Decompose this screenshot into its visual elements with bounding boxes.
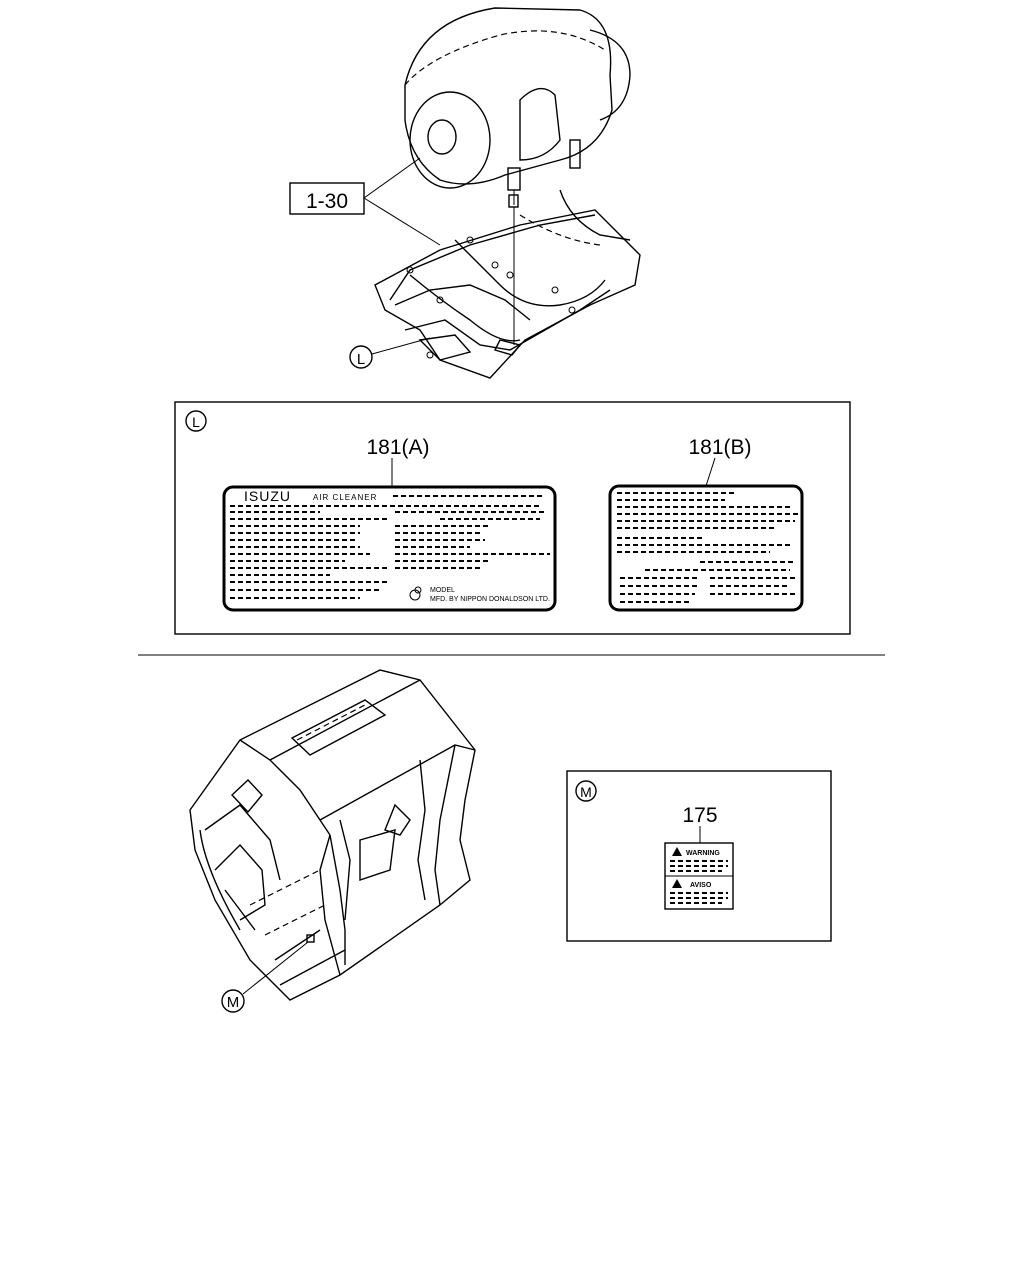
logo-icon bbox=[409, 586, 422, 601]
label-a-part-no: 181(A) bbox=[366, 436, 429, 459]
label-175-aviso: AVISO bbox=[690, 882, 712, 889]
view-m-marker-label: M bbox=[227, 994, 240, 1011]
callout-l-marker: L bbox=[349, 337, 431, 369]
label-a-text-lines bbox=[230, 495, 550, 599]
air-cleaner-assembly bbox=[404, 7, 631, 208]
view-l-marker-label: L bbox=[357, 351, 365, 368]
label-b-part-no: 181(B) bbox=[688, 436, 751, 459]
aviso-triangle-icon bbox=[672, 879, 682, 888]
mounting-tray bbox=[374, 189, 641, 379]
panel-m-part-no: 175 bbox=[682, 804, 717, 827]
panel-m: M 175 WARNING AVISO bbox=[566, 770, 832, 942]
panel-m-tag: M bbox=[580, 784, 592, 800]
callout-m-marker: M bbox=[221, 941, 309, 1013]
warning-triangle-icon bbox=[672, 847, 682, 856]
label-b-text-lines bbox=[617, 492, 800, 603]
label-175: WARNING AVISO bbox=[664, 842, 734, 910]
label-181-b: 181(B) bbox=[608, 436, 804, 612]
engine-cover bbox=[189, 669, 476, 1001]
panel-l: L 181(A) ISUZU AIR CLEANER bbox=[174, 401, 851, 635]
label-a-mfd: MFD. BY NIPPON DONALDSON LTD. bbox=[430, 596, 550, 603]
ref-1-30-label: 1-30 bbox=[306, 190, 348, 213]
label-181-a: 181(A) ISUZU AIR CLEANER bbox=[222, 436, 557, 612]
label-a-brand: ISUZU bbox=[244, 488, 291, 504]
label-175-warning: WARNING bbox=[686, 850, 720, 857]
label-a-model: MODEL bbox=[430, 587, 455, 594]
panel-l-tag: L bbox=[192, 414, 200, 430]
label-a-product: AIR CLEANER bbox=[313, 493, 377, 502]
callout-1-30: 1-30 bbox=[289, 157, 441, 246]
